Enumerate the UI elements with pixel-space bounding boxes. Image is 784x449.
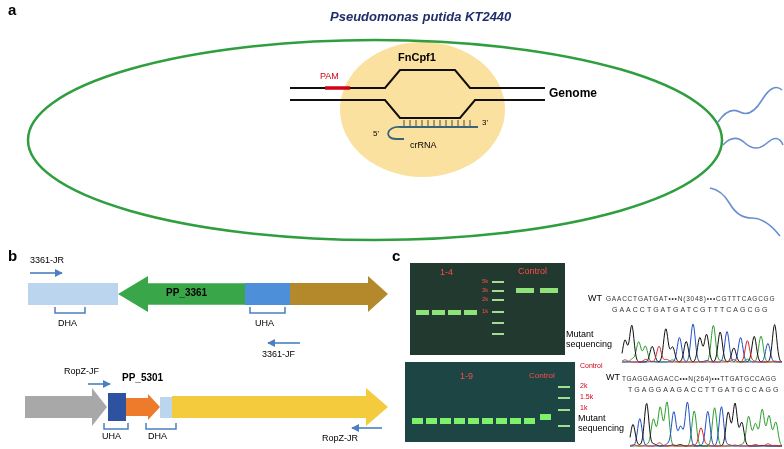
node-text: Control <box>518 267 547 277</box>
region-label: DHA <box>58 319 77 329</box>
trace-line <box>622 325 782 362</box>
gene-arrow: PP_3361 <box>118 276 245 312</box>
panel-letter: a <box>8 2 16 19</box>
gene-arrow <box>290 276 388 312</box>
primer-label: RopZ-JR <box>322 434 358 444</box>
region-label: UHA <box>102 432 121 442</box>
node-text: 5k <box>482 278 488 285</box>
gel-panel: 1-9 Control <box>405 362 575 442</box>
uha-region <box>245 283 290 305</box>
protein-ellipse: FnCpf1 <box>340 42 505 177</box>
primer-label: 3361-JR <box>30 256 64 266</box>
node-text: 1-9 <box>460 372 473 382</box>
ladder-label: 1.5k <box>580 393 593 401</box>
sequence-text: GAACCTGATGATCGTTTCAGCGG <box>612 306 769 314</box>
bracket <box>104 423 128 429</box>
sequence-text: TGAGGAAGACCTTGATGCCAGG <box>628 386 780 394</box>
trace-line <box>622 324 782 362</box>
node-text: 3k <box>482 287 488 294</box>
primer-arrow <box>88 383 110 385</box>
gel-image <box>405 362 575 442</box>
site-label: PAM <box>320 72 339 82</box>
primer-arrow <box>352 427 382 429</box>
flagella <box>710 88 783 236</box>
gene-arrow: PP_5301 <box>126 394 160 420</box>
primer-arrow <box>30 272 62 274</box>
protein-shape <box>340 42 505 177</box>
region-label: DHA <box>148 432 167 442</box>
end-label: 5' <box>373 130 379 139</box>
node-text: 2k <box>482 296 488 303</box>
ladder-label: 1k <box>580 404 587 412</box>
dha-region <box>160 397 172 418</box>
trace-line <box>630 402 782 446</box>
node-text: PP_3361 <box>166 287 207 298</box>
figure-title: Pseudomonas putida KT2440 <box>330 10 511 24</box>
trace-line <box>630 402 782 446</box>
uha-region <box>108 393 126 421</box>
sequence-text: GAACCTGATGAT•••N(3048)•••CGTTTCAGCGG <box>606 295 775 302</box>
sequence-text: TGAGGAAGACC•••N(264)•••TTGATGCCAGG <box>622 375 777 382</box>
ladder-label: 2k <box>580 382 587 390</box>
primer-arrow <box>268 342 300 344</box>
row-label: Mutant sequencing <box>578 414 628 434</box>
row-label: WT <box>588 294 602 304</box>
dha-region <box>28 283 118 305</box>
arrow-shape <box>126 394 160 420</box>
gel-image <box>410 263 565 355</box>
region-label: UHA <box>255 319 274 329</box>
node-text: FnCpf1 <box>398 51 436 63</box>
row-label: Mutant sequencing <box>566 330 618 350</box>
bracket <box>146 423 176 429</box>
lane-label: Control <box>580 362 603 370</box>
node-text: PP_5301 <box>122 372 163 383</box>
row-label: WT <box>606 373 620 383</box>
trace-line <box>630 428 782 446</box>
genome-label: Genome <box>549 87 597 100</box>
node-text: 1-4 <box>440 268 453 278</box>
node-text: 1k <box>482 308 488 315</box>
rna-label: crRNA <box>410 141 437 151</box>
node-text: Control <box>529 372 555 381</box>
panel-letter: c <box>392 248 400 265</box>
trace-line <box>622 341 782 362</box>
gel-panel: 1-4 Control 5k 3k 2k 1k <box>410 263 565 355</box>
panel-letter: b <box>8 248 17 265</box>
end-label: 3' <box>482 119 488 128</box>
gene-arrow <box>172 388 388 426</box>
node-shape <box>126 394 160 420</box>
primer-label: RopZ-JF <box>64 367 99 377</box>
trace-line <box>630 403 782 446</box>
cell-outline <box>28 40 722 240</box>
arrow-shape <box>118 276 245 312</box>
primer-label: 3361-JF <box>262 350 295 360</box>
bracket <box>55 307 85 313</box>
gene-arrow <box>25 388 107 426</box>
bracket <box>250 307 285 313</box>
chromatogram <box>622 324 782 446</box>
